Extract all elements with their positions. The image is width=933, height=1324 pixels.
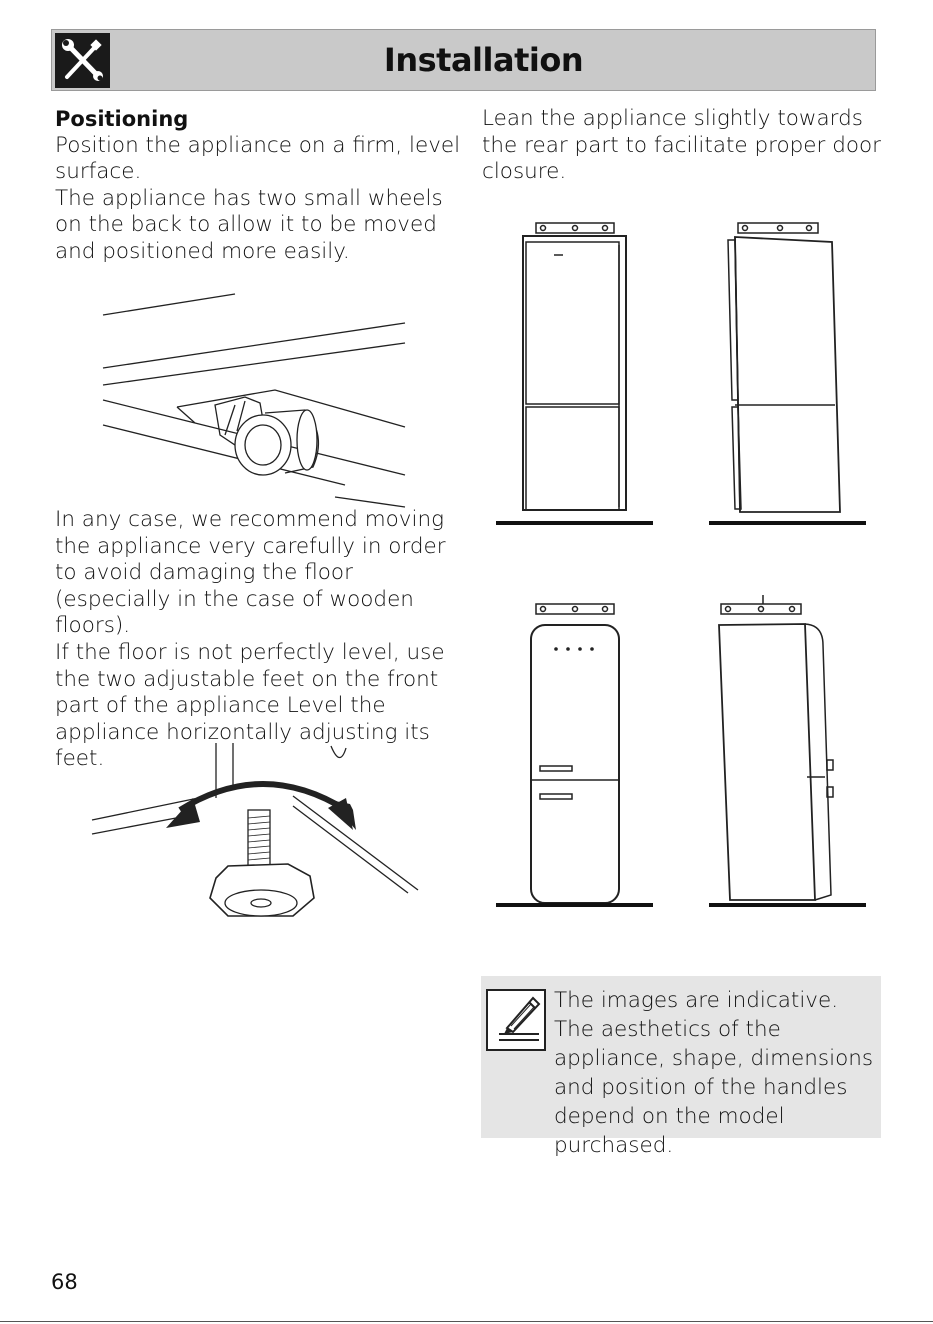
page-title: Installation [383,41,584,79]
note-line: The aesthetics of the appliance, shape, … [554,1017,874,1158]
retro-fridge-side-illustration [709,595,866,907]
note-box: The images are indicative. The aesthetic… [481,976,881,1158]
fridge-side-illustration [709,222,866,525]
retro-fridge-front-illustration [496,603,653,907]
paragraph: If the floor is not perfectly level, use… [55,639,445,772]
wheel-illustration [102,293,406,508]
tools-icon [55,33,110,88]
bottom-rule [0,1321,933,1322]
adjustable-foot-illustration [91,743,419,917]
fridge-front-illustration [496,222,653,525]
moving-section: In any case, we recommend moving the app… [55,507,465,773]
paragraph: The appliance has two small wheels on th… [55,185,443,264]
pencil-note-icon [485,988,547,1052]
lean-section: Lean the appliance slightly towards the … [482,106,892,186]
section-heading: Positioning [55,107,189,131]
page-number: 68 [51,1270,78,1294]
note-text: The images are indicative. The aesthetic… [554,986,884,1160]
paragraph: Position the appliance on a firm, level … [55,132,461,185]
note-line: The images are indicative. [554,988,839,1013]
paragraph: In any case, we recommend moving the app… [55,507,446,639]
paragraph: Lean the appliance slightly towards the … [482,106,881,185]
positioning-section: Positioning Position the appliance on a … [55,106,465,266]
section-header: Installation [51,29,876,91]
